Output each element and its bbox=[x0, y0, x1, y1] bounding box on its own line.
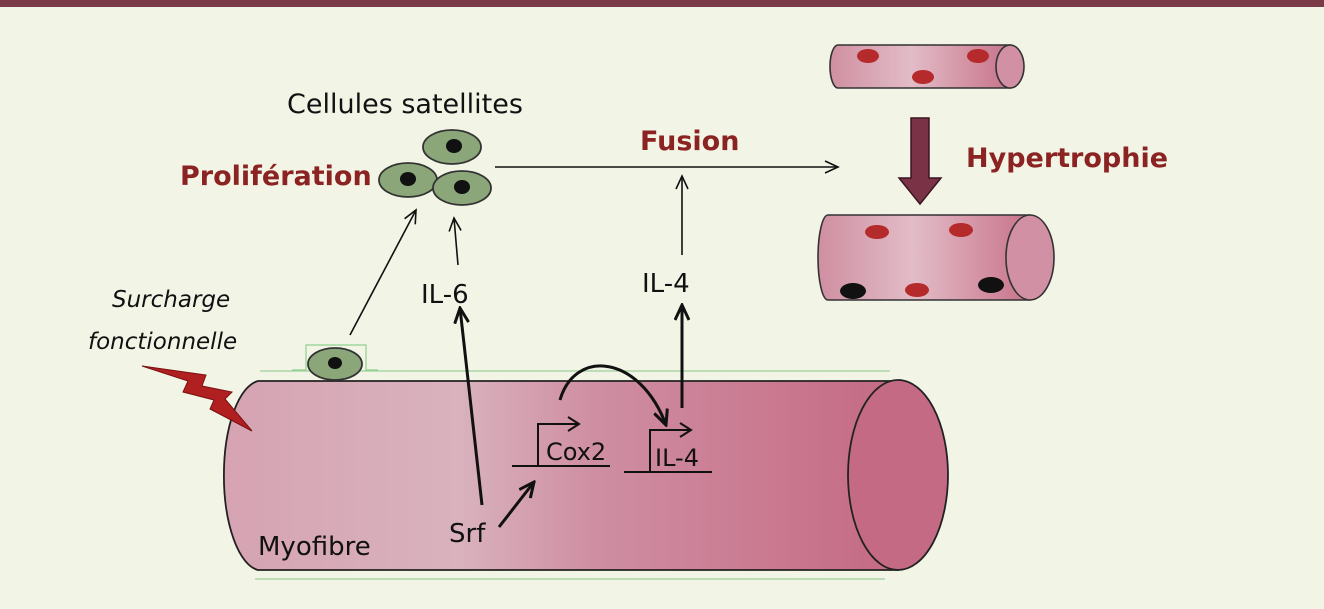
overload-label-line1: Surcharge bbox=[112, 287, 230, 313]
arrow-cell-to-cluster bbox=[349, 208, 417, 336]
small-myofibre-before bbox=[829, 44, 1025, 89]
pathway-arrows bbox=[349, 160, 840, 528]
overload-label-line2: fonctionnelle bbox=[88, 329, 237, 355]
arrow-il6-to-cluster bbox=[448, 216, 462, 266]
cox2-gene-symbol bbox=[512, 416, 610, 467]
il4-gene-label: IL-4 bbox=[655, 444, 699, 472]
arrow-srf-to-cox2 bbox=[497, 482, 534, 528]
top-border-bar bbox=[0, 0, 1324, 7]
hypertrophy-label: Hypertrophie bbox=[966, 143, 1168, 174]
gene-symbols bbox=[512, 416, 712, 473]
srf-label: Srf bbox=[449, 519, 486, 549]
il4-gene-symbol bbox=[624, 422, 712, 473]
cox2-gene-label: Cox2 bbox=[546, 438, 606, 466]
arrow-srf-to-il6 bbox=[460, 308, 484, 506]
satellite-cell-cluster bbox=[378, 129, 492, 206]
il6-label: IL-6 bbox=[421, 280, 469, 310]
myofibre-label: Myofibre bbox=[258, 532, 371, 562]
il4-label: IL-4 bbox=[642, 269, 690, 299]
large-myofibre-after bbox=[817, 214, 1055, 301]
satellite-cells-label: Cellules satellites bbox=[287, 89, 523, 120]
main-myofibre bbox=[223, 370, 949, 580]
lightning-bolt-icon bbox=[141, 365, 253, 432]
fusion-label: Fusion bbox=[640, 126, 739, 157]
proliferation-label: Prolifération bbox=[180, 161, 372, 192]
satellite-cell-on-fibre bbox=[292, 344, 378, 381]
hypertrophy-down-arrow bbox=[897, 117, 943, 206]
arrow-cox2-to-il4gene bbox=[558, 364, 666, 425]
